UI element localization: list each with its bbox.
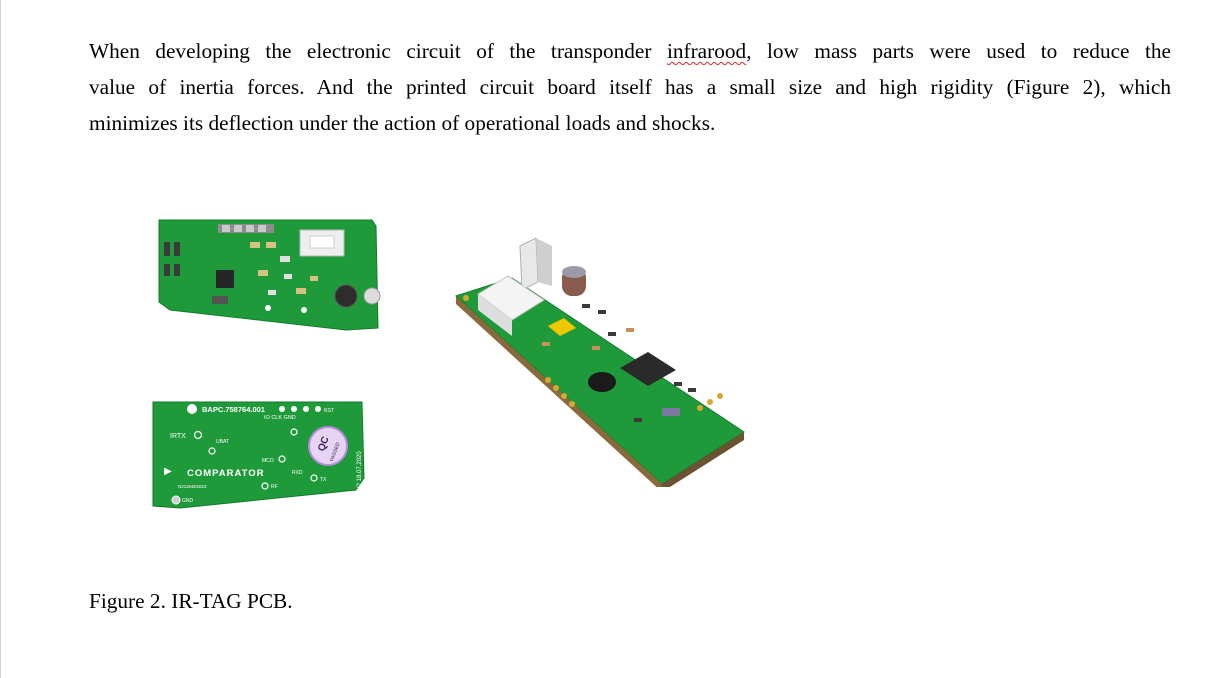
pcb-irtx-label: IRTX <box>170 433 186 440</box>
body-paragraph: When developing the electronic circuit o… <box>89 33 1171 141</box>
pcb-rst-label: RST <box>324 408 334 414</box>
pcb-rf-label: RF <box>271 484 278 490</box>
qc-sticker-text: QC <box>316 435 331 453</box>
page-left-border <box>0 0 1 678</box>
paragraph-line-1: When developing the electronic circuit o… <box>89 39 1171 63</box>
pcb-bottom-photo: BAPC.758764.001 RST IO CLK GND IRTX UBAT… <box>152 401 365 509</box>
pcb-board-id: BAPC.758764.001 <box>202 405 265 414</box>
pcb-3d-render <box>455 237 745 487</box>
pcb-tx-label: TX <box>320 477 327 483</box>
misspelled-word[interactable]: infrarood <box>666 39 747 63</box>
paragraph-line-2: value of inertia forces. And the printed… <box>89 75 1171 99</box>
pcb-rxd-label: RXD <box>292 470 303 476</box>
pcb-ubat-label: UBAT <box>216 439 229 445</box>
pcb-top-photo <box>158 219 381 331</box>
pcb-gnd-label: GND <box>182 498 194 504</box>
paragraph-line-3: minimizes its deflection under the actio… <box>89 111 716 135</box>
pcb-date-label: 7U2 18.07.2020 <box>357 451 363 494</box>
svg-text:▶: ▶ <box>164 466 172 477</box>
pcb-pin-header-label: IO CLK GND <box>264 415 296 421</box>
figure-caption: Figure 2. IR-TAG PCB. <box>89 589 293 613</box>
pcb-serial-label: N21184E5023 <box>178 484 207 489</box>
pcb-comparator-label: COMPARATOR <box>187 468 265 479</box>
pcb-mco-label: MCO <box>262 458 274 464</box>
